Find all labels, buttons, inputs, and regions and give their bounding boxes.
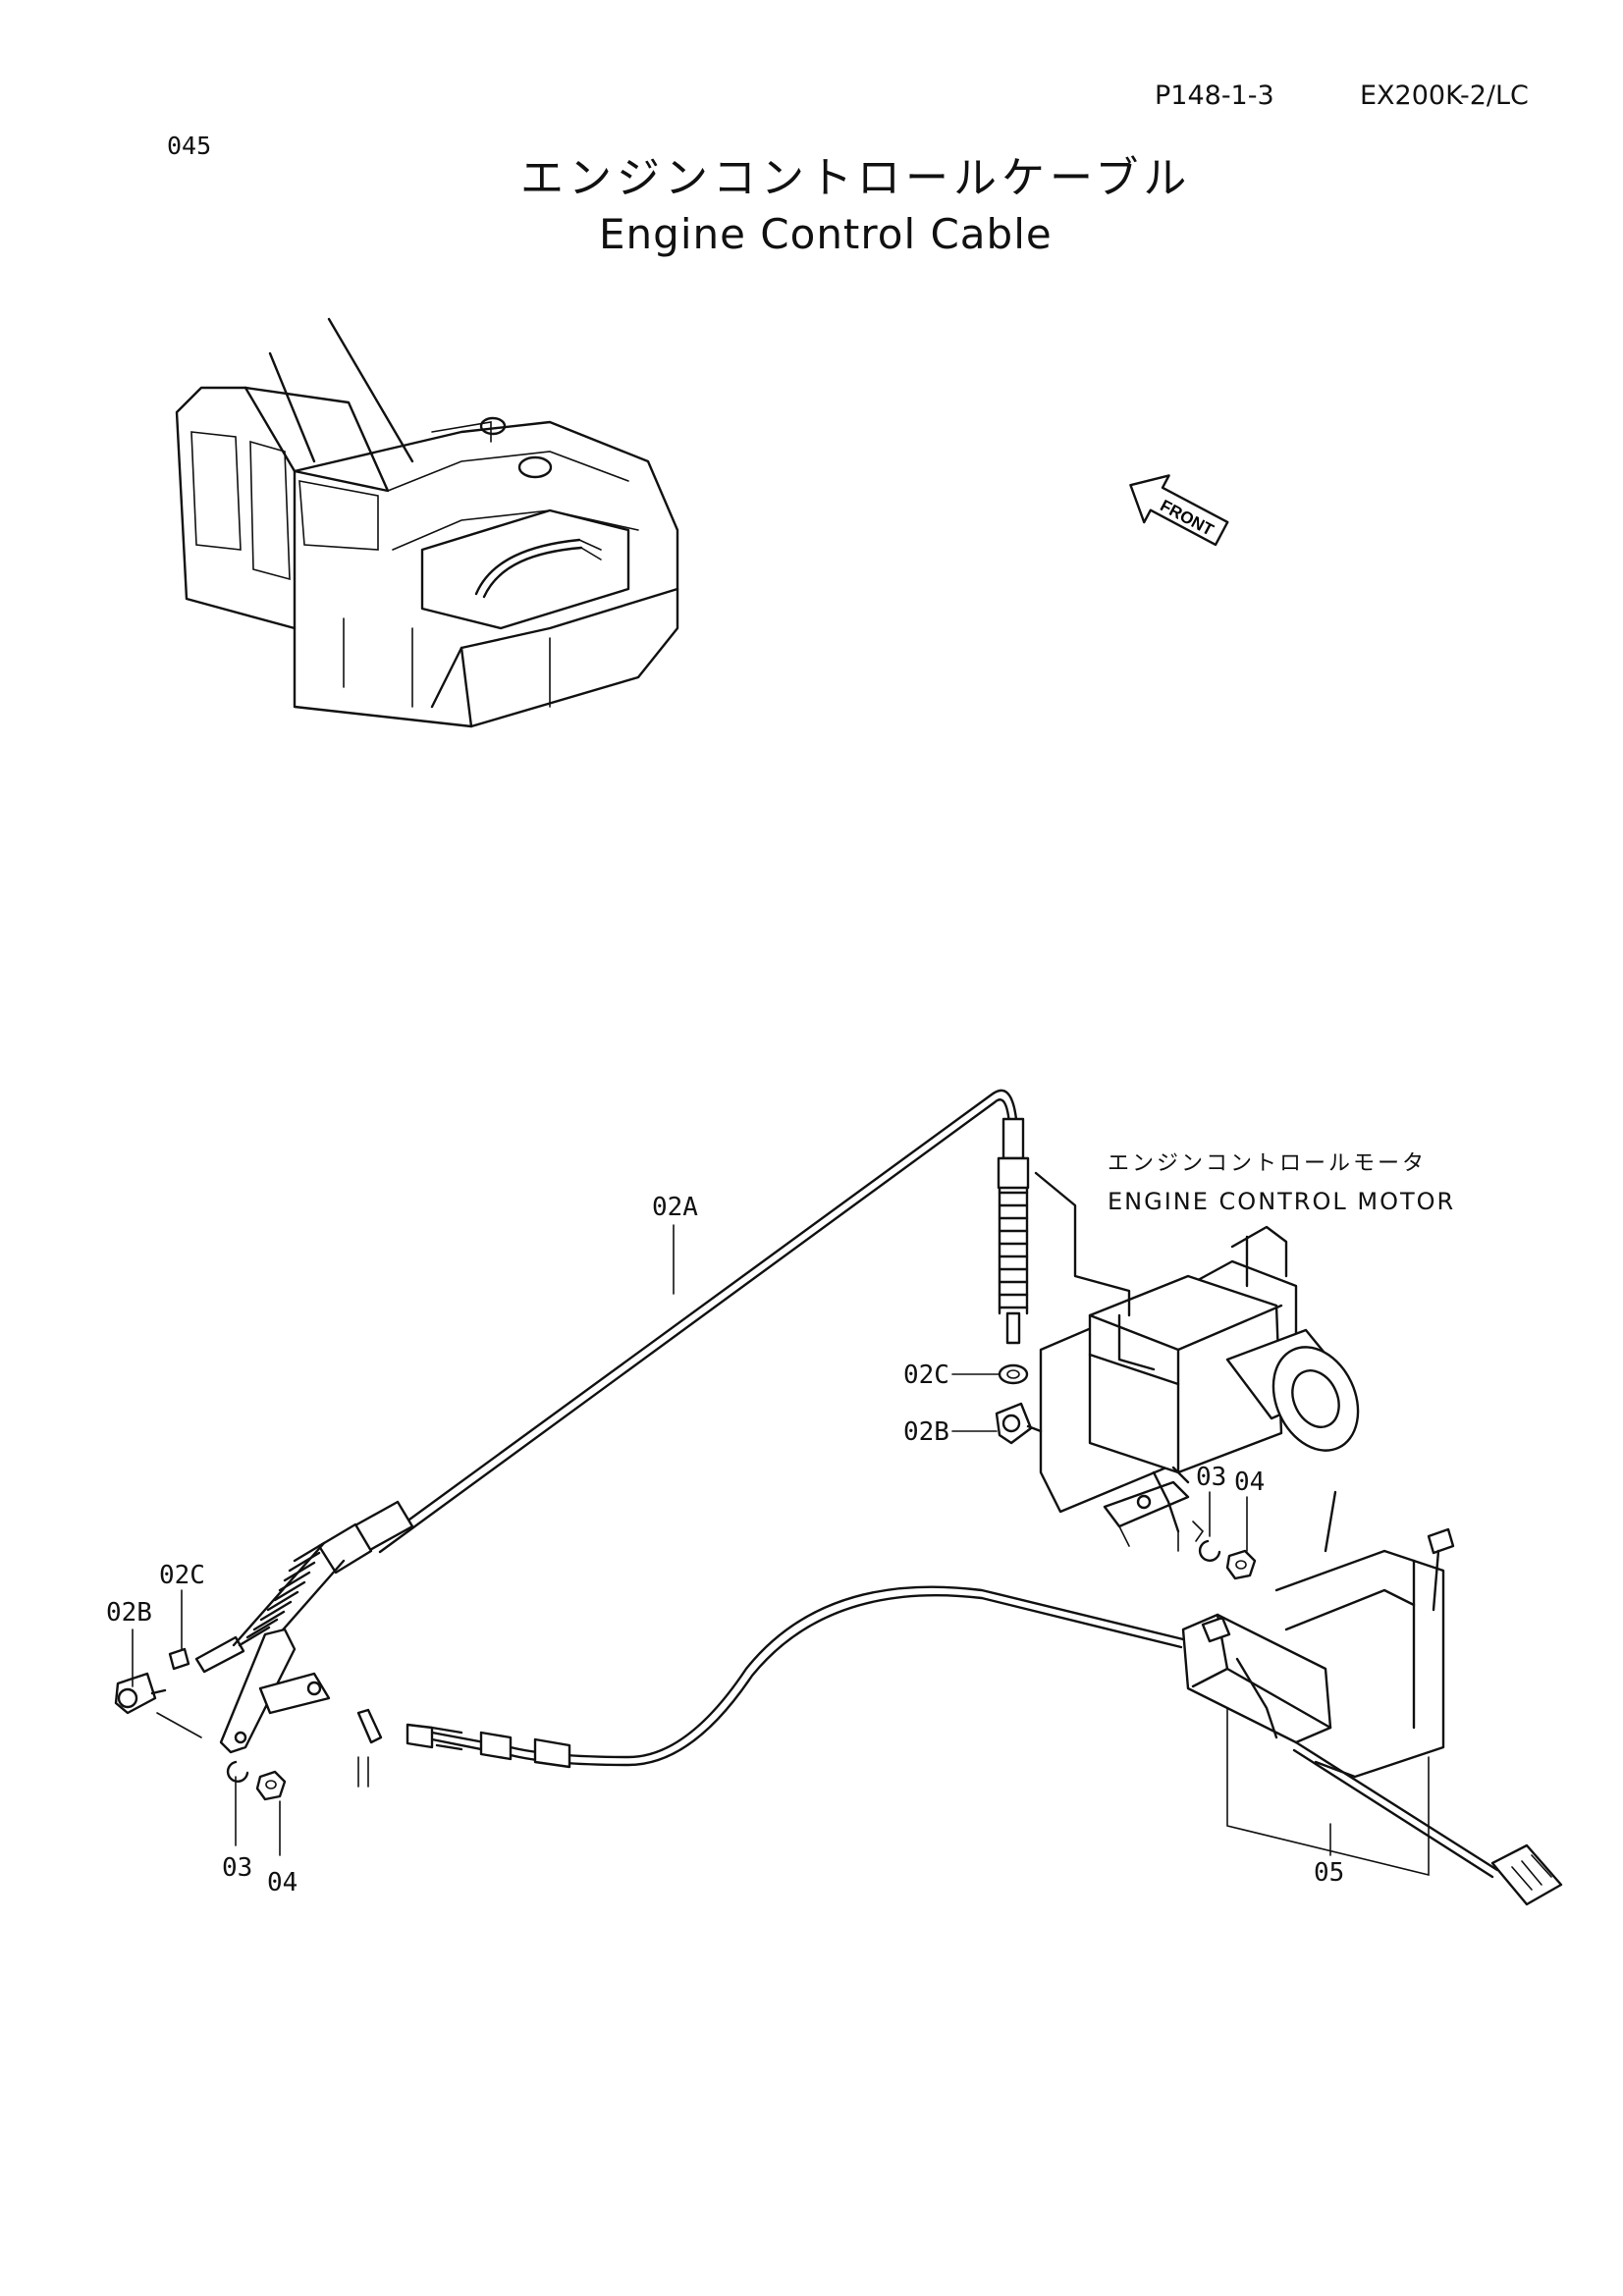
callout-03-left: 03 [222,1853,253,1883]
figure-number: 045 [167,132,212,160]
title-japanese: エンジンコントロールケーブル [520,153,1192,203]
throttle-cable-and-harness-05 [356,1490,1563,1906]
callout-02B-right: 02B [903,1417,949,1447]
callout-04-right: 04 [1234,1468,1266,1497]
callout-02A: 02A [652,1193,698,1222]
title-english: Engine Control Cable [599,210,1053,258]
left-cable-end-parts [114,1647,190,1715]
engine-control-motor-drawing [1034,1171,1360,1552]
right-ring-and-nut [1198,1539,1257,1580]
motor-label-japanese: エンジンコントロールモータ [1108,1151,1428,1176]
page-code: P148-1-3 [1155,80,1274,111]
callout-02C-left: 02C [159,1561,205,1590]
callout-02C-right: 02C [903,1361,949,1390]
left-ring-and-nut [226,1760,287,1801]
excavator-overview-drawing [175,317,679,728]
motor-label-english: ENGINE CONTROL MOTOR [1108,1188,1456,1215]
main-control-cable-02A [194,1089,1030,1674]
front-direction-arrow: FRONT [1129,474,1229,547]
right-cable-end-parts [995,1363,1043,1445]
lever-bracket [156,1628,331,1754]
model-code: EX200K-2/LC [1360,80,1529,111]
callout-leader-lines [132,1224,1331,1856]
callout-05: 05 [1314,1858,1345,1888]
callout-02B-left: 02B [106,1598,152,1628]
callout-03-right: 03 [1196,1463,1227,1492]
callout-04-left: 04 [267,1868,298,1897]
